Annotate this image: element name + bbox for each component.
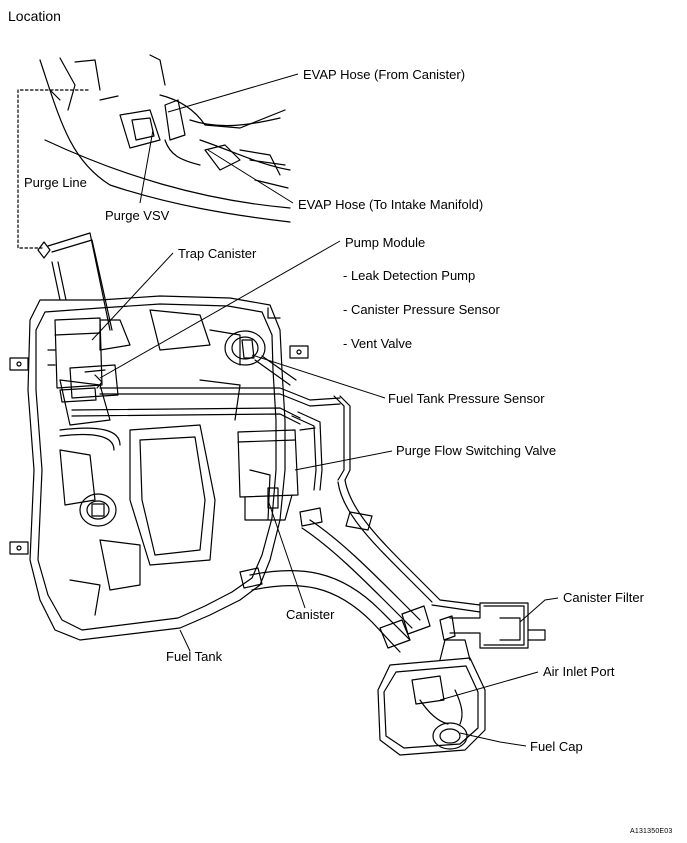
leader-purge-flow-switching-valve: [294, 450, 393, 471]
fuel-filler-box: [377, 639, 486, 756]
leader-evap-from-canister: [167, 73, 299, 113]
leader-air-inlet-port: [439, 671, 539, 701]
canister-filter: [431, 599, 546, 649]
label-trap-canister: Trap Canister: [178, 246, 257, 261]
engine-bay-inset: [39, 54, 291, 223]
label-purge-flow-switching-valve: Purge Flow Switching Valve: [396, 443, 557, 458]
leader-evap-to-intake: [207, 149, 294, 204]
leader-canister-filter: [519, 597, 559, 623]
trap-canister: [47, 317, 103, 403]
tank-pipes: [59, 355, 351, 491]
leader-trap-canister: [91, 252, 174, 341]
fuel-tank-body: [27, 295, 286, 641]
label-air-inlet-port: Air Inlet Port: [543, 664, 615, 679]
page-heading: Location: [8, 8, 61, 24]
leader-canister: [267, 499, 306, 609]
label-purge-line: Purge Line: [24, 175, 87, 190]
fuel-tank-pressure-sensor-boss: [224, 330, 266, 366]
leader-lines: [91, 73, 559, 747]
label-leak-detection-pump: - Leak Detection Pump: [343, 268, 476, 283]
label-fuel-tank: Fuel Tank: [166, 649, 223, 664]
label-evap-hose-to-intake: EVAP Hose (To Intake Manifold): [298, 197, 484, 212]
mounting-brackets: [9, 307, 309, 555]
figure-reference-code: A131350E03: [630, 828, 673, 835]
filler-neck-tubes: [239, 479, 441, 653]
label-canister-pressure-sensor: - Canister Pressure Sensor: [343, 302, 500, 317]
leader-fuel-cap: [459, 732, 527, 747]
purge-pipe: [37, 232, 113, 331]
label-evap-hose-from-canister: EVAP Hose (From Canister): [303, 67, 466, 82]
label-pump-module: Pump Module: [345, 235, 426, 250]
label-canister-filter: Canister Filter: [563, 590, 644, 605]
label-fuel-cap: Fuel Cap: [530, 739, 583, 754]
leader-pump-module: [99, 240, 341, 379]
label-fuel-tank-pressure-sensor: Fuel Tank Pressure Sensor: [388, 391, 545, 406]
label-vent-valve: - Vent Valve: [343, 336, 413, 351]
purge-line-dashed: [17, 89, 89, 249]
label-purge-vsv: Purge VSV: [105, 208, 170, 223]
leader-fuel-tank-pressure-sensor: [251, 354, 386, 399]
leader-fuel-tank: [179, 629, 191, 652]
fuel-pump-port: [79, 493, 117, 527]
pump-module: [69, 364, 119, 399]
leader-purge-vsv: [139, 129, 154, 204]
label-canister: Canister: [286, 607, 335, 622]
